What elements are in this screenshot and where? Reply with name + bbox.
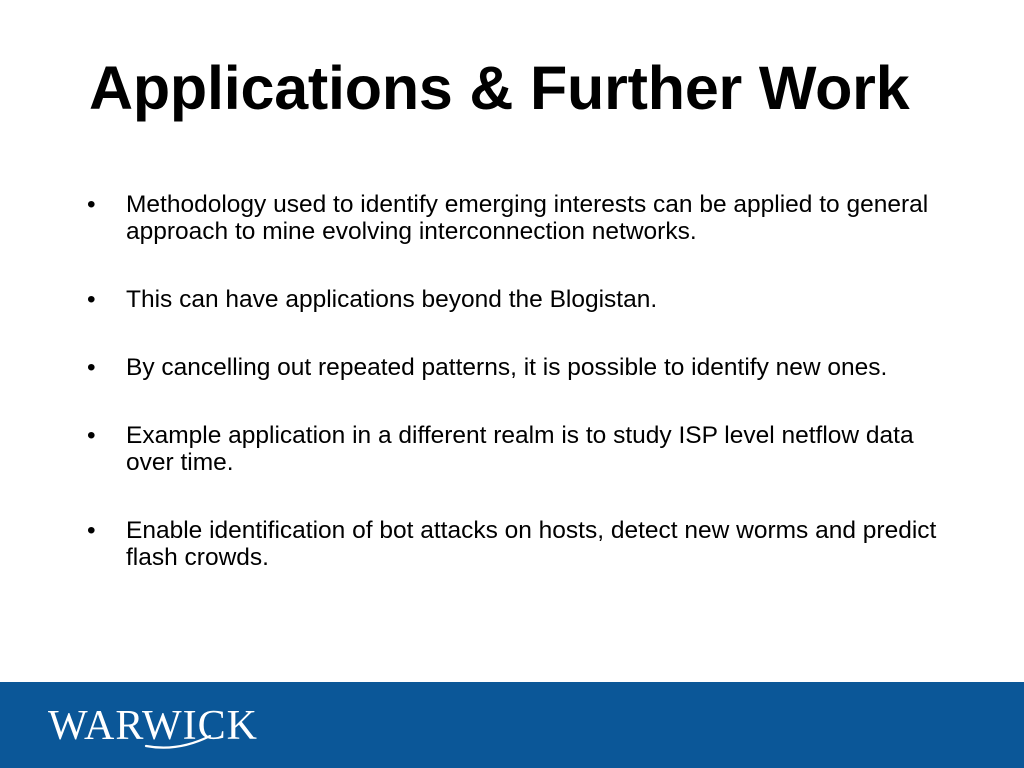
bullet-item: • By cancelling out repeated patterns, i… bbox=[87, 354, 947, 381]
bullet-item: • This can have applications beyond the … bbox=[87, 286, 947, 313]
logo-wordmark: WARWICK bbox=[48, 703, 258, 749]
logo-swoosh-icon bbox=[144, 734, 212, 749]
bullet-item: • Methodology used to identify emerging … bbox=[87, 191, 947, 245]
footer-bar bbox=[0, 682, 1024, 768]
bullet-marker: • bbox=[87, 286, 96, 313]
bullet-marker: • bbox=[87, 517, 96, 544]
bullet-marker: • bbox=[87, 354, 96, 381]
bullet-text: Methodology used to identify emerging in… bbox=[126, 191, 929, 245]
bullet-text: By cancelling out repeated patterns, it … bbox=[126, 354, 888, 381]
bullet-list: • Methodology used to identify emerging … bbox=[87, 191, 947, 612]
bullet-marker: • bbox=[87, 422, 96, 449]
bullet-text: Example application in a different realm… bbox=[126, 422, 914, 476]
bullet-marker: • bbox=[87, 191, 96, 218]
bullet-item: • Example application in a different rea… bbox=[87, 422, 947, 476]
bullet-item: • Enable identification of bot attacks o… bbox=[87, 517, 947, 571]
warwick-logo: WARWICK bbox=[48, 703, 258, 749]
bullet-text: Enable identification of bot attacks on … bbox=[126, 517, 937, 571]
bullet-text: This can have applications beyond the Bl… bbox=[126, 286, 658, 313]
slide-title: Applications & Further Work bbox=[89, 54, 910, 122]
